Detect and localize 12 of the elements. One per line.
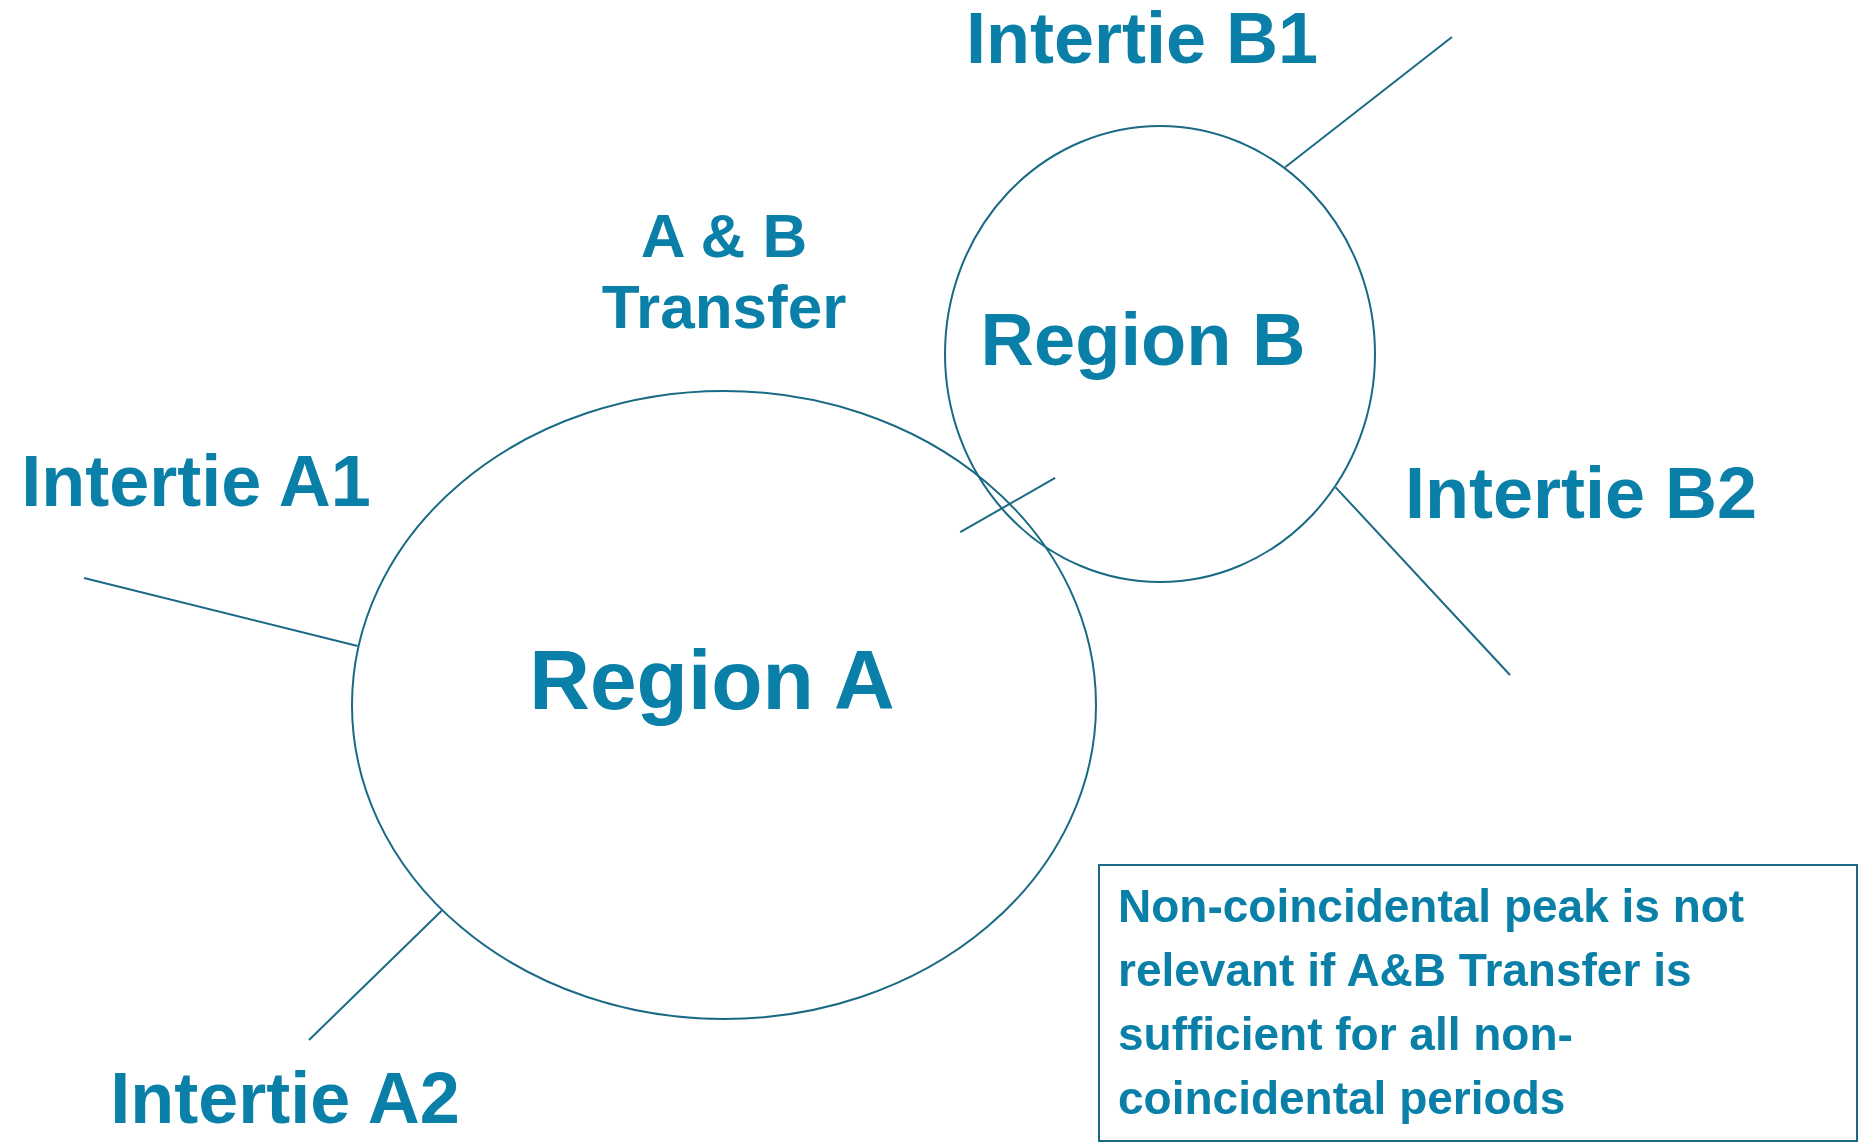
transfer-line [959, 476, 1057, 534]
intertie-line [308, 909, 443, 1041]
intertie-label: Intertie A2 [110, 1056, 460, 1140]
intertie-line [1284, 36, 1453, 169]
note-box [1098, 864, 1858, 1142]
intertie-label: Intertie A1 [21, 439, 371, 523]
intertie-label: Intertie B1 [965, 0, 1319, 80]
note-text: Non-coincidental peak is not relevant if A&B Transfer is sufficient for all non-coincidental periods [1118, 879, 1746, 1126]
transfer-label: A & B Transfer [600, 199, 848, 343]
intertie-label: Intertie B2 [1404, 451, 1758, 535]
intertie-line [1334, 486, 1511, 676]
intertie-line [83, 577, 359, 647]
